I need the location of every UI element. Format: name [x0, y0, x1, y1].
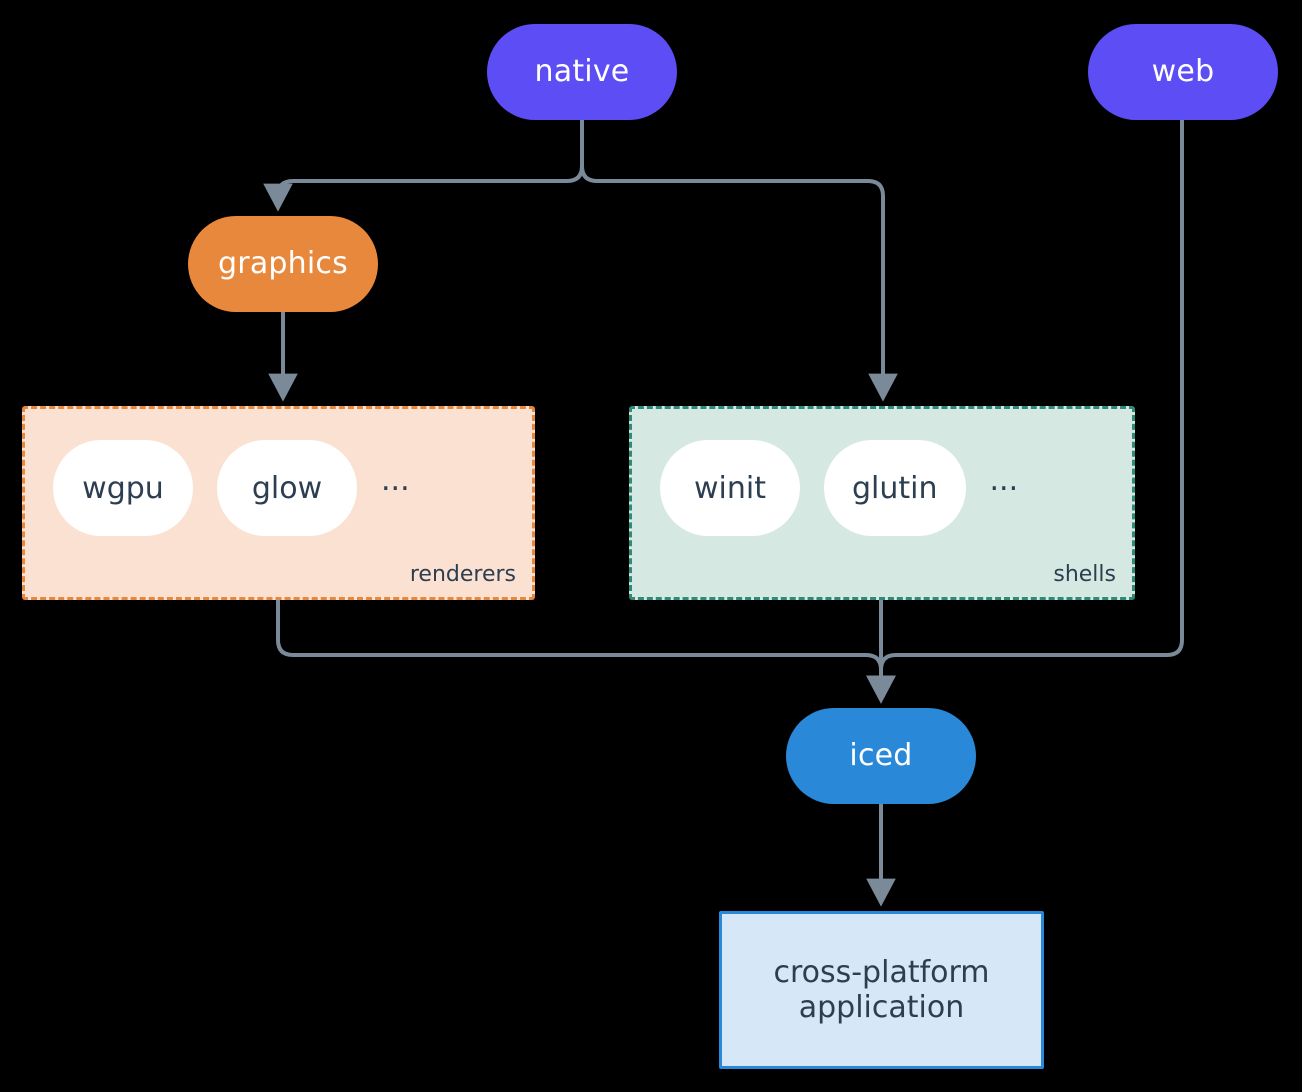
- group-renderers[interactable]: wgpu glow ... renderers: [22, 406, 535, 600]
- group-shells-items: winit glutin ...: [632, 433, 1132, 543]
- group-shells-label: shells: [1053, 562, 1116, 587]
- node-iced-label: iced: [849, 738, 913, 774]
- node-glutin-label: glutin: [852, 470, 938, 506]
- node-web[interactable]: web: [1088, 24, 1278, 120]
- node-wgpu[interactable]: wgpu: [53, 440, 193, 536]
- group-shells[interactable]: winit glutin ... shells: [629, 406, 1135, 600]
- node-application[interactable]: cross-platform application: [719, 911, 1044, 1069]
- edge-native-to-shells: [580, 120, 898, 402]
- node-application-label-line2: application: [798, 990, 965, 1025]
- node-graphics[interactable]: graphics: [188, 216, 378, 312]
- renderers-overflow-ellipsis: ...: [381, 463, 410, 498]
- shells-overflow-ellipsis: ...: [989, 463, 1019, 498]
- node-winit-label: winit: [694, 470, 766, 506]
- node-native[interactable]: native: [487, 24, 677, 120]
- edge-native-to-graphics: [263, 120, 584, 212]
- node-glow-label: glow: [251, 470, 323, 506]
- node-web-label: web: [1151, 54, 1215, 90]
- group-renderers-label: renderers: [409, 562, 516, 587]
- edge-renderers-to-iced: [276, 600, 896, 704]
- node-wgpu-label: wgpu: [82, 470, 164, 506]
- node-graphics-label: graphics: [218, 246, 348, 282]
- node-native-label: native: [534, 54, 630, 90]
- node-glutin[interactable]: glutin: [824, 440, 966, 536]
- node-winit[interactable]: winit: [660, 440, 800, 536]
- group-renderers-items: wgpu glow ...: [25, 433, 532, 543]
- node-glow[interactable]: glow: [217, 440, 357, 536]
- node-application-label-line1: cross-platform: [773, 954, 990, 990]
- node-iced[interactable]: iced: [786, 708, 976, 804]
